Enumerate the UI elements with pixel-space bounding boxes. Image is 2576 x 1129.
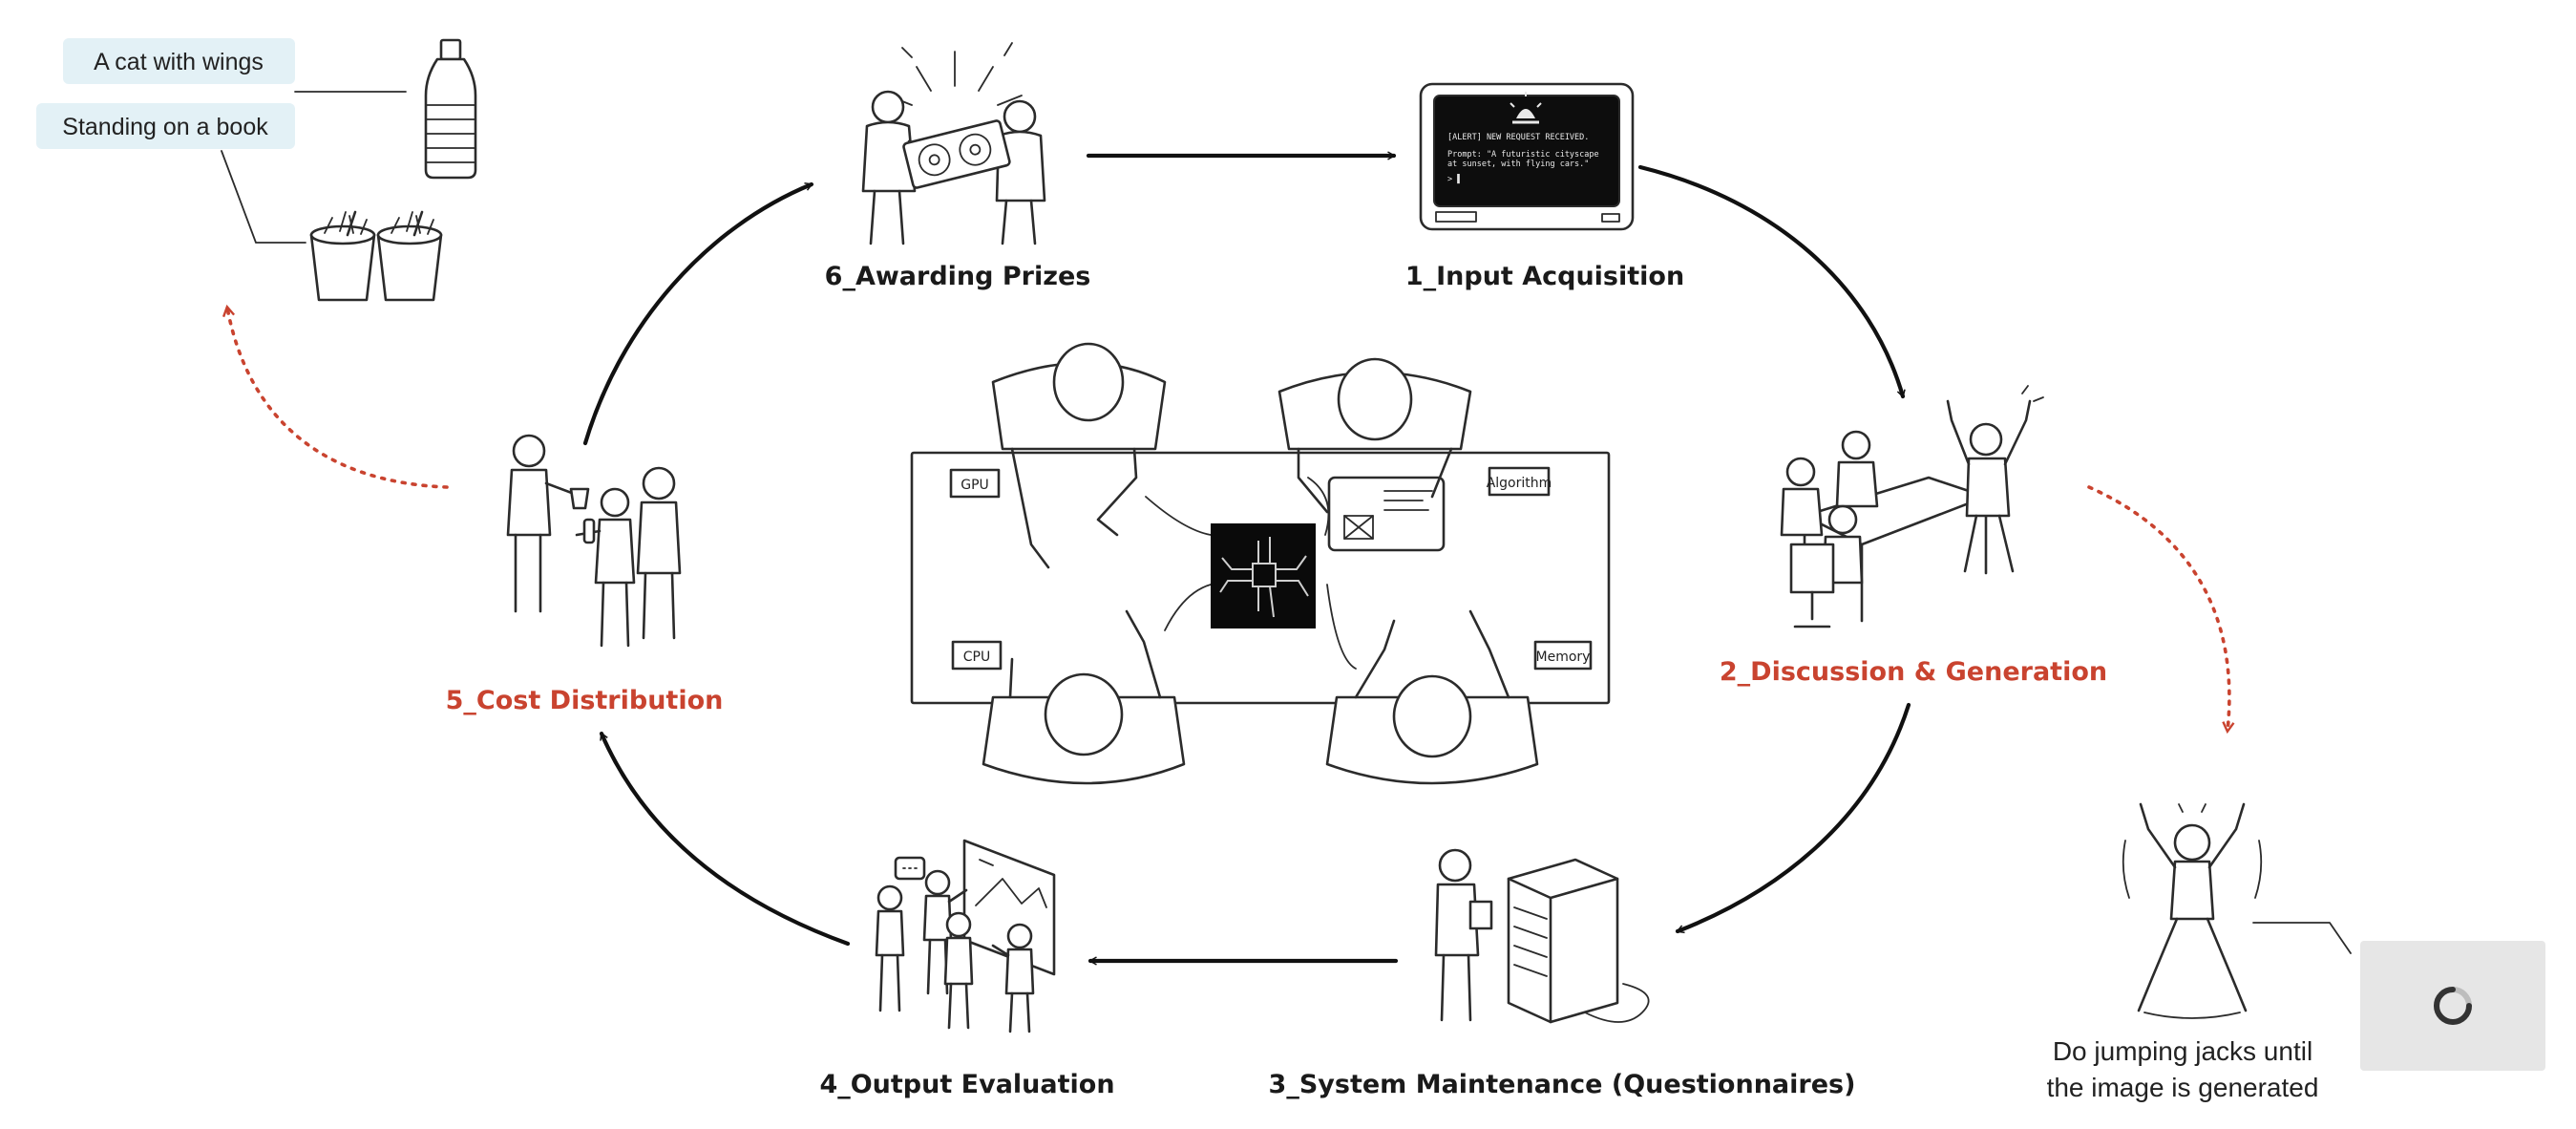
spinner-icon (2434, 987, 2472, 1025)
soda-cup-icon (569, 487, 590, 510)
svg-text:GPU: GPU (961, 478, 989, 493)
stage-3-system-maintenance: 3_System Maintenance (Questionnaires) (1269, 848, 1856, 1099)
server-maintenance-illustration (1434, 848, 1650, 1024)
meeting-table-illustration: GPU CPU Algorithm Memory (910, 342, 1611, 785)
person-top-right (1277, 357, 1472, 514)
chip-icon (1211, 523, 1316, 628)
soda-cup-icon (309, 210, 376, 302)
evaluation-illustration (875, 839, 1056, 1033)
jumping-jacks-note: Do jumping jacks until the image is gene… (2047, 802, 2545, 1102)
terminal-prompt: > ▌ (1447, 174, 1462, 184)
jumping-person-illustration (2122, 802, 2263, 1019)
water-bottle-icon (582, 518, 596, 544)
cost-distribution-illustration (506, 434, 682, 648)
terminal-line: Prompt: "A futuristic cityscape (1447, 150, 1599, 160)
caption-line: the image is generated (2047, 1073, 2319, 1102)
water-bottle-icon (424, 38, 477, 180)
person-top-left (991, 342, 1167, 569)
loading-box (2360, 941, 2545, 1071)
tablet-icon (1327, 476, 1446, 552)
svg-text:Memory: Memory (1536, 650, 1591, 665)
red-arrow-to-jumping (2087, 485, 2235, 735)
tag-memory: Memory (1533, 640, 1593, 671)
tag-algorithm: Algorithm (1487, 466, 1552, 497)
caption-line: Do jumping jacks until (2053, 1036, 2312, 1066)
flow-arrows (222, 151, 2235, 966)
stage-2-label: 2_Discussion & Generation (1720, 657, 2107, 687)
note-text: A cat with wings (94, 49, 264, 75)
stage-2-discussion-generation: 2_Discussion & Generation (1720, 385, 2107, 687)
stage-5-cost-distribution: 5_Cost Distribution (446, 434, 724, 715)
stage-5-label: 5_Cost Distribution (446, 686, 724, 715)
terminal-line: [ALERT] NEW REQUEST RECEIVED. (1447, 133, 1589, 142)
stage-6-awarding-prizes: 6_Awarding Prizes (825, 42, 1091, 291)
person-bottom-right (1325, 609, 1539, 785)
stage-6-label: 6_Awarding Prizes (825, 262, 1091, 291)
svg-text:CPU: CPU (963, 650, 990, 665)
stage-1-label: 1_Input Acquisition (1405, 262, 1684, 291)
soda-cup-icon (376, 210, 443, 302)
person-bottom-left (982, 609, 1186, 785)
prompt-notes: A cat with wings Standing on a book (36, 38, 477, 302)
note-cat-with-wings: A cat with wings (63, 38, 295, 84)
arrow-5-to-6 (582, 181, 814, 446)
arrow-2-to-3 (1675, 702, 1911, 934)
discussion-illustration (1780, 385, 2044, 628)
tag-gpu: GPU (949, 468, 1001, 499)
stage-4-output-evaluation: 4_Output Evaluation (819, 839, 1115, 1099)
arrow-1-to-2 (1637, 164, 1906, 399)
terminal-line: at sunset, with flying cars." (1447, 160, 1589, 169)
svg-text:Algorithm: Algorithm (1487, 476, 1552, 491)
monitor-illustration: [ALERT] NEW REQUEST RECEIVED. Prompt: "A… (1419, 82, 1635, 231)
arrow-4-to-5 (599, 731, 851, 947)
stage-3-label: 3_System Maintenance (Questionnaires) (1269, 1070, 1856, 1099)
alarm-siren-icon (1510, 92, 1542, 124)
stage-1-input-acquisition: [ALERT] NEW REQUEST RECEIVED. Prompt: "A… (1405, 82, 1684, 291)
stage-4-label: 4_Output Evaluation (819, 1070, 1114, 1099)
note-standing-on-book: Standing on a book (36, 103, 295, 149)
awarding-prizes-illustration (861, 42, 1046, 245)
tag-cpu: CPU (951, 640, 1003, 671)
note-text: Standing on a book (62, 114, 268, 140)
red-arrow-to-notes (222, 304, 449, 489)
